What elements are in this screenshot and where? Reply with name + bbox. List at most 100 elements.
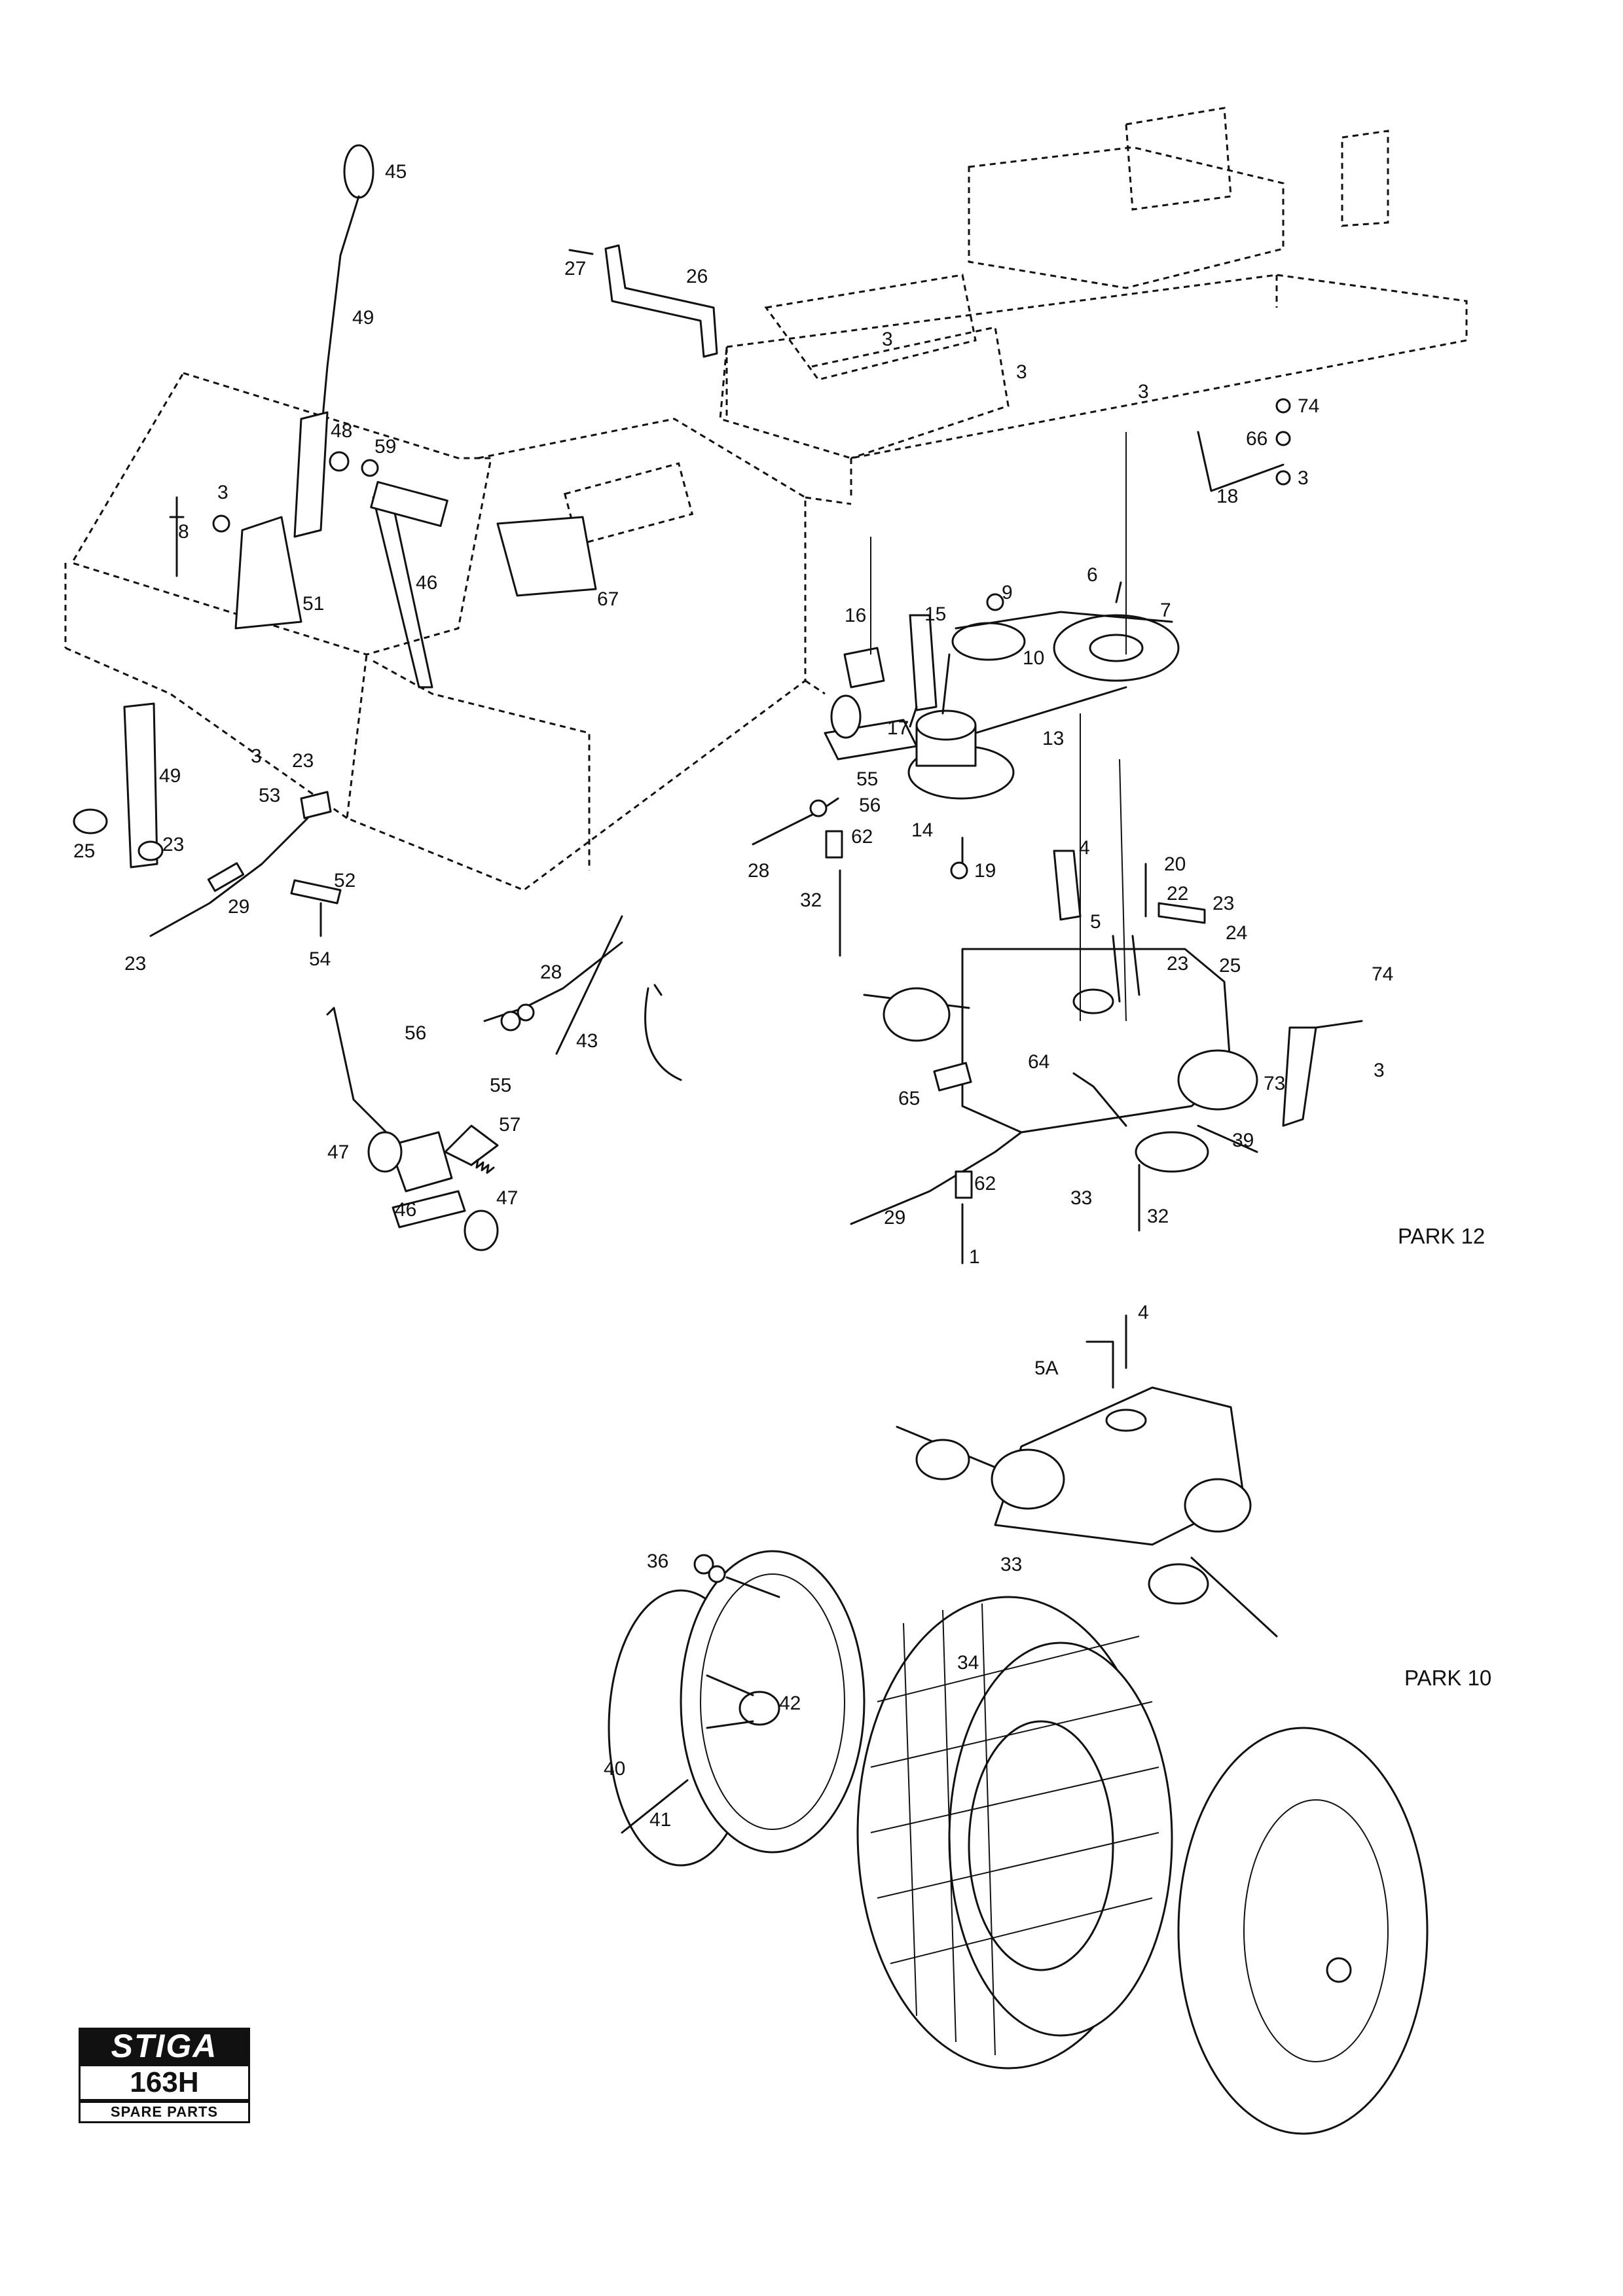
callout-74: 74: [1372, 963, 1393, 985]
callout-14: 14: [911, 819, 933, 841]
callout-36: 36: [647, 1551, 668, 1572]
callout-20: 20: [1164, 853, 1186, 875]
callout-45: 45: [385, 161, 407, 183]
callout-23: 23: [162, 834, 184, 855]
callout-3: 3: [217, 482, 228, 503]
model-number: 163H: [79, 2064, 250, 2101]
callout-32: 32: [1147, 1206, 1169, 1227]
callout-43: 43: [576, 1030, 598, 1052]
callout-73: 73: [1264, 1073, 1285, 1094]
callout-15: 15: [924, 603, 946, 625]
callout-67: 67: [597, 588, 619, 610]
spring-57: [470, 1158, 495, 1174]
callout-59: 59: [374, 436, 396, 457]
callout-49: 49: [352, 307, 374, 329]
section-label-park10: PARK 10: [1404, 1666, 1491, 1690]
callout-41: 41: [649, 1809, 671, 1831]
callout-42: 42: [779, 1693, 801, 1714]
callout-16: 16: [845, 605, 866, 626]
callout-5A: 5A: [1034, 1357, 1059, 1379]
callout-56: 56: [405, 1022, 426, 1044]
wheel-rim: [608, 1550, 866, 1867]
bolts-and-rods: [825, 432, 1147, 1265]
hood-body: [64, 372, 852, 891]
callout-4: 4: [1138, 1302, 1149, 1323]
callout-57: 57: [499, 1114, 520, 1136]
callout-64: 64: [1028, 1051, 1049, 1073]
callout-3: 3: [1016, 361, 1027, 383]
callout-55: 55: [490, 1075, 511, 1096]
hose-clamp-43: [644, 984, 682, 1081]
chassis-frame: [719, 107, 1468, 497]
callout-8: 8: [178, 521, 189, 543]
callout-28: 28: [748, 860, 769, 882]
callout-49: 49: [159, 765, 181, 787]
callout-46: 46: [395, 1199, 416, 1221]
callout-23: 23: [124, 953, 146, 975]
gear-lever-assembly: [169, 144, 379, 630]
callout-48: 48: [331, 420, 352, 442]
callout-62: 62: [851, 826, 873, 848]
callout-18: 18: [1216, 486, 1238, 507]
callout-28: 28: [540, 961, 562, 983]
callout-10: 10: [1023, 647, 1044, 669]
callout-65: 65: [898, 1088, 920, 1109]
callout-47: 47: [496, 1187, 518, 1209]
callout-40: 40: [604, 1758, 625, 1780]
callout-51: 51: [302, 593, 324, 615]
callout-3: 3: [882, 329, 893, 350]
callout-52: 52: [334, 870, 356, 891]
callout-4: 4: [1079, 837, 1090, 859]
inner-tube: [1177, 1727, 1429, 2135]
callout-1: 1: [969, 1246, 980, 1268]
callout-22: 22: [1167, 883, 1188, 905]
callout-34: 34: [957, 1652, 979, 1674]
section-label-park12: PARK 12: [1398, 1224, 1485, 1248]
callout-54: 54: [309, 948, 331, 970]
callout-24: 24: [1226, 922, 1247, 944]
callout-56: 56: [859, 795, 881, 816]
lever-49-lower: [73, 702, 164, 869]
callout-9: 9: [1002, 582, 1013, 603]
callout-66: 66: [1246, 428, 1267, 450]
callout-62: 62: [974, 1173, 996, 1194]
pulley-belt-group: [824, 581, 1180, 800]
callout-6: 6: [1087, 564, 1098, 586]
transaxle-park12: [863, 850, 1363, 1173]
callout-47: 47: [327, 1141, 349, 1163]
callout-3: 3: [1138, 381, 1149, 403]
callout-32: 32: [800, 889, 822, 911]
clamp-parts: [290, 791, 342, 937]
callout-33: 33: [1070, 1187, 1092, 1209]
callout-labels: 45 49 27 26 3 3 3 74 66 3 18 48 59 3 8 4…: [73, 161, 1491, 1831]
spare-parts-label: SPARE PARTS: [79, 2101, 250, 2123]
transaxle-park10: [896, 1314, 1278, 1638]
spring-hook-18: [1197, 398, 1291, 492]
callout-26: 26: [686, 266, 708, 287]
callout-23: 23: [1167, 953, 1188, 975]
tire-34: [856, 1596, 1173, 2070]
callout-27: 27: [564, 258, 586, 279]
callout-39: 39: [1232, 1130, 1254, 1151]
callout-23: 23: [1213, 893, 1234, 914]
callout-74: 74: [1298, 395, 1319, 417]
callout-5: 5: [1090, 911, 1101, 933]
stiga-logo: STIGA 163H SPARE PARTS: [79, 2028, 250, 2123]
callout-3: 3: [251, 745, 262, 767]
pedal-and-plate: [370, 480, 597, 689]
brand-name: STIGA: [79, 2028, 250, 2064]
callout-33: 33: [1000, 1554, 1022, 1575]
bracket-26: [568, 244, 718, 358]
callout-7: 7: [1160, 600, 1171, 621]
brake-arm-46: [326, 1007, 499, 1251]
callout-13: 13: [1042, 728, 1064, 749]
callout-25: 25: [1219, 955, 1241, 977]
callout-3: 3: [1374, 1060, 1385, 1081]
callout-25: 25: [73, 840, 95, 862]
callout-55: 55: [856, 768, 878, 790]
callout-23: 23: [292, 750, 314, 772]
callout-53: 53: [259, 785, 280, 806]
callout-17: 17: [887, 717, 909, 739]
callout-29: 29: [884, 1207, 905, 1229]
